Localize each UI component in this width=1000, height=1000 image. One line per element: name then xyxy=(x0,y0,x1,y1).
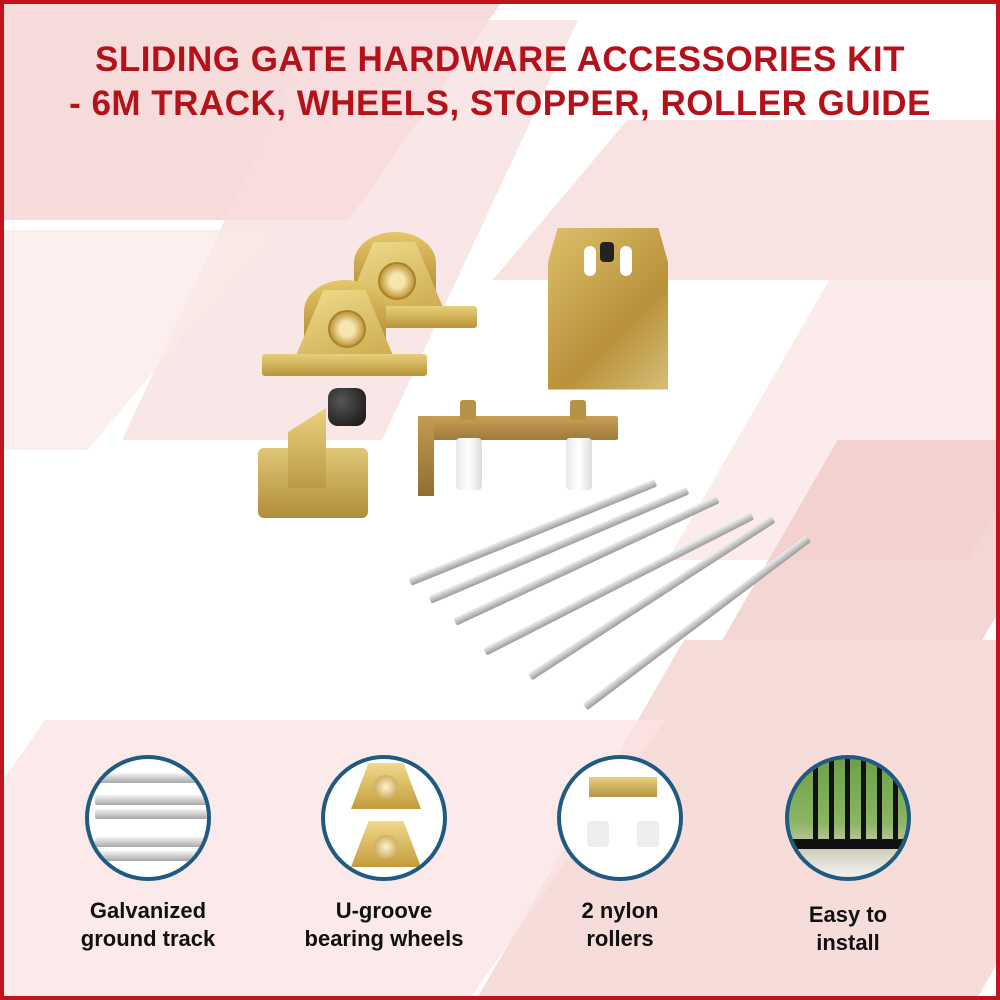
feature-label-line1: 2 nylon xyxy=(581,898,659,923)
feature-label-line1: U-groove xyxy=(335,898,433,923)
feature-label-line1: Easy to xyxy=(808,902,888,927)
feature-bearing-wheels: U-groove bearing wheels xyxy=(284,755,484,953)
product-title: SLIDING GATE HARDWARE ACCESSORIES KIT - … xyxy=(0,38,1000,126)
bearing-wheels-icon xyxy=(321,755,447,881)
feature-label-line2: bearing wheels xyxy=(304,926,464,951)
feature-ground-track: Galvanized ground track xyxy=(48,755,248,953)
nylon-rollers-icon xyxy=(557,755,683,881)
feature-easy-install: Easy to install xyxy=(748,755,948,957)
product-image xyxy=(258,228,812,711)
nylon-roller-guide-icon xyxy=(418,398,618,498)
title-line-2: - 6M TRACK, WHEELS, STOPPER, ROLLER GUID… xyxy=(69,84,931,123)
feature-list: Galvanized ground track U-groove bearing… xyxy=(0,755,1000,985)
ground-track-icon xyxy=(85,755,211,881)
gate-stopper-icon xyxy=(258,388,368,518)
gate-install-icon xyxy=(785,755,911,881)
feature-label-line1: Galvanized xyxy=(89,898,207,923)
feature-nylon-rollers: 2 nylon rollers xyxy=(520,755,720,953)
feature-label-line2: install xyxy=(816,930,880,955)
feature-label-line2: rollers xyxy=(586,926,654,951)
title-line-1: SLIDING GATE HARDWARE ACCESSORIES KIT xyxy=(95,40,905,79)
track-sections-icon xyxy=(400,478,812,711)
feature-label-line2: ground track xyxy=(80,926,216,951)
roller-guide-bracket-icon xyxy=(548,228,668,390)
